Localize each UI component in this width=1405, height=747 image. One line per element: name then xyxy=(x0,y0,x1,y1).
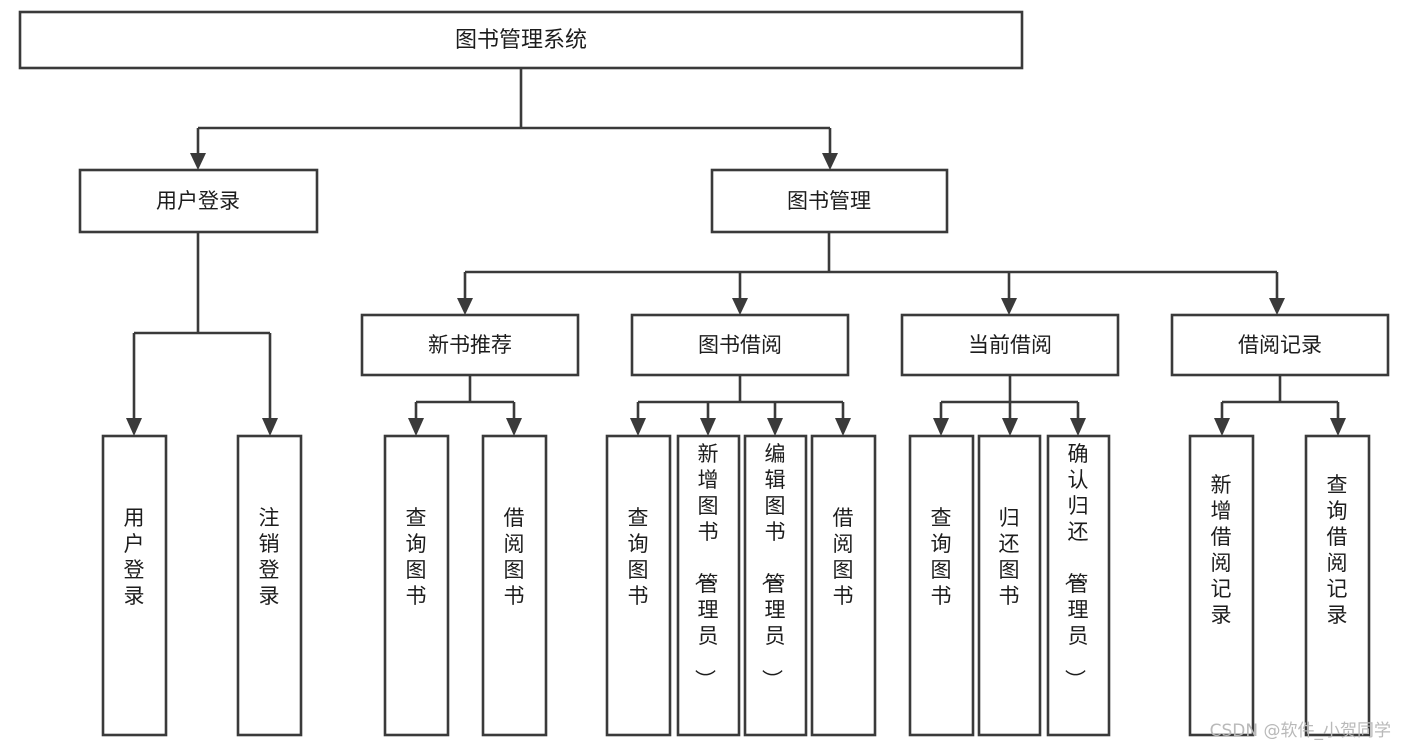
connector-new-book-recommend-to-leaves xyxy=(408,375,522,436)
user-login-label: 用户登录 xyxy=(156,189,240,213)
leaf-node-query-record[interactable]: 查询借阅记录 xyxy=(1304,434,1371,737)
arrow-down-icon xyxy=(1330,418,1346,436)
leaf-query-book-2-box[interactable] xyxy=(605,434,672,737)
node-book-borrow[interactable]: 图书借阅 xyxy=(630,313,850,377)
csdn-watermark: CSDN @软件_小贺同学 xyxy=(1209,721,1391,741)
connector-book-management-to-level3 xyxy=(457,232,1285,315)
leaf-add-record-label: 新增借阅记录 xyxy=(1211,473,1232,627)
connector-current-borrow-to-leaves xyxy=(933,375,1086,436)
node-current-borrow[interactable]: 当前借阅 xyxy=(900,313,1120,377)
arrow-down-icon xyxy=(457,298,473,315)
arrow-down-icon xyxy=(126,418,142,436)
root-box[interactable] xyxy=(18,10,1024,70)
leaf-query-record-label: 查询借阅记录 xyxy=(1327,473,1348,627)
connector-root-to-level2 xyxy=(190,68,838,170)
leaf-node-borrow-book-2[interactable]: 借阅图书 xyxy=(810,434,877,737)
arrow-down-icon xyxy=(630,418,646,436)
connector-user-login-to-leaves xyxy=(126,232,278,436)
current-borrow-box[interactable] xyxy=(900,313,1120,377)
arrow-down-icon xyxy=(1002,418,1018,436)
leaf-node-confirm-return[interactable]: 确认归还（管理员） xyxy=(1046,434,1111,737)
leaf-query-book-1-label: 查询图书 xyxy=(406,506,427,608)
new-book-recommend-box[interactable] xyxy=(360,313,580,377)
leaf-node-borrow-book-1[interactable]: 借阅图书 xyxy=(481,434,548,737)
leaf-borrow-book-2-label: 借阅图书 xyxy=(833,506,854,608)
connector-book-borrow-to-leaves xyxy=(630,375,851,436)
arrow-down-icon xyxy=(1001,298,1017,315)
leaf-edit-book-box[interactable] xyxy=(743,434,808,737)
leaf-return-book-label: 归还图书 xyxy=(999,506,1020,608)
leaf-node-query-book-1[interactable]: 查询图书 xyxy=(383,434,450,737)
leaf-node-user-login[interactable]: 用户登录 xyxy=(101,434,168,737)
arrow-down-icon xyxy=(1070,418,1086,436)
leaf-query-book-3-box[interactable] xyxy=(908,434,975,737)
current-borrow-label: 当前借阅 xyxy=(968,333,1052,357)
arrow-down-icon xyxy=(262,418,278,436)
arrow-down-icon xyxy=(732,298,748,315)
root-label: 图书管理系统 xyxy=(455,28,587,53)
leaf-node-query-book-3[interactable]: 查询图书 xyxy=(908,434,975,737)
leaf-node-add-record[interactable]: 新增借阅记录 xyxy=(1188,434,1255,737)
arrow-down-icon xyxy=(1214,418,1230,436)
leaf-user-login-label: 用户登录 xyxy=(124,506,145,608)
leaf-query-book-3-label: 查询图书 xyxy=(931,506,952,608)
arrow-down-icon xyxy=(835,418,851,436)
connector-borrow-record-to-leaves xyxy=(1214,375,1346,436)
arrow-down-icon xyxy=(190,153,206,170)
book-borrow-label: 图书借阅 xyxy=(698,333,782,357)
node-book-management[interactable]: 图书管理 xyxy=(710,168,949,234)
new-book-recommend-label: 新书推荐 xyxy=(428,333,512,357)
user-login-box[interactable] xyxy=(78,168,319,234)
arrow-down-icon xyxy=(767,418,783,436)
arrow-down-icon xyxy=(700,418,716,436)
leaf-node-add-book[interactable]: 新增图书（管理员） xyxy=(676,434,741,737)
leaf-add-record-box[interactable] xyxy=(1188,434,1255,737)
node-borrow-record[interactable]: 借阅记录 xyxy=(1170,313,1390,377)
leaf-user-login-box[interactable] xyxy=(101,434,168,737)
leaf-add-book-box[interactable] xyxy=(676,434,741,737)
leaf-query-book-1-box[interactable] xyxy=(383,434,450,737)
leaf-node-return-book[interactable]: 归还图书 xyxy=(977,434,1042,737)
leaf-logout-login-label: 注销登录 xyxy=(259,506,280,608)
arrow-down-icon xyxy=(933,418,949,436)
leaf-node-logout-login[interactable]: 注销登录 xyxy=(236,434,303,737)
book-management-label: 图书管理 xyxy=(787,189,871,213)
leaf-node-query-book-2[interactable]: 查询图书 xyxy=(605,434,672,737)
leaf-query-record-box[interactable] xyxy=(1304,434,1371,737)
borrow-record-label: 借阅记录 xyxy=(1238,333,1322,357)
leaf-logout-login-box[interactable] xyxy=(236,434,303,737)
node-user-login[interactable]: 用户登录 xyxy=(78,168,319,234)
leaf-borrow-book-1-label: 借阅图书 xyxy=(504,506,525,608)
leaf-add-book-label: 新增图书（管理员） xyxy=(693,442,719,690)
leaf-return-book-box[interactable] xyxy=(977,434,1042,737)
arrow-down-icon xyxy=(506,418,522,436)
arrow-down-icon xyxy=(822,153,838,170)
leaf-confirm-return-label: 确认归还（管理员） xyxy=(1063,442,1089,690)
node-new-book-recommend[interactable]: 新书推荐 xyxy=(360,313,580,377)
leaf-borrow-book-1-box[interactable] xyxy=(481,434,548,737)
leaf-borrow-book-2-box[interactable] xyxy=(810,434,877,737)
leaf-edit-book-label: 编辑图书（管理员） xyxy=(760,442,786,690)
leaf-confirm-return-box[interactable] xyxy=(1046,434,1111,737)
arrow-down-icon xyxy=(1269,298,1285,315)
arrow-down-icon xyxy=(408,418,424,436)
leaf-node-edit-book[interactable]: 编辑图书（管理员） xyxy=(743,434,808,737)
leaf-query-book-2-label: 查询图书 xyxy=(628,506,649,608)
node-root[interactable]: 图书管理系统 xyxy=(18,10,1024,70)
